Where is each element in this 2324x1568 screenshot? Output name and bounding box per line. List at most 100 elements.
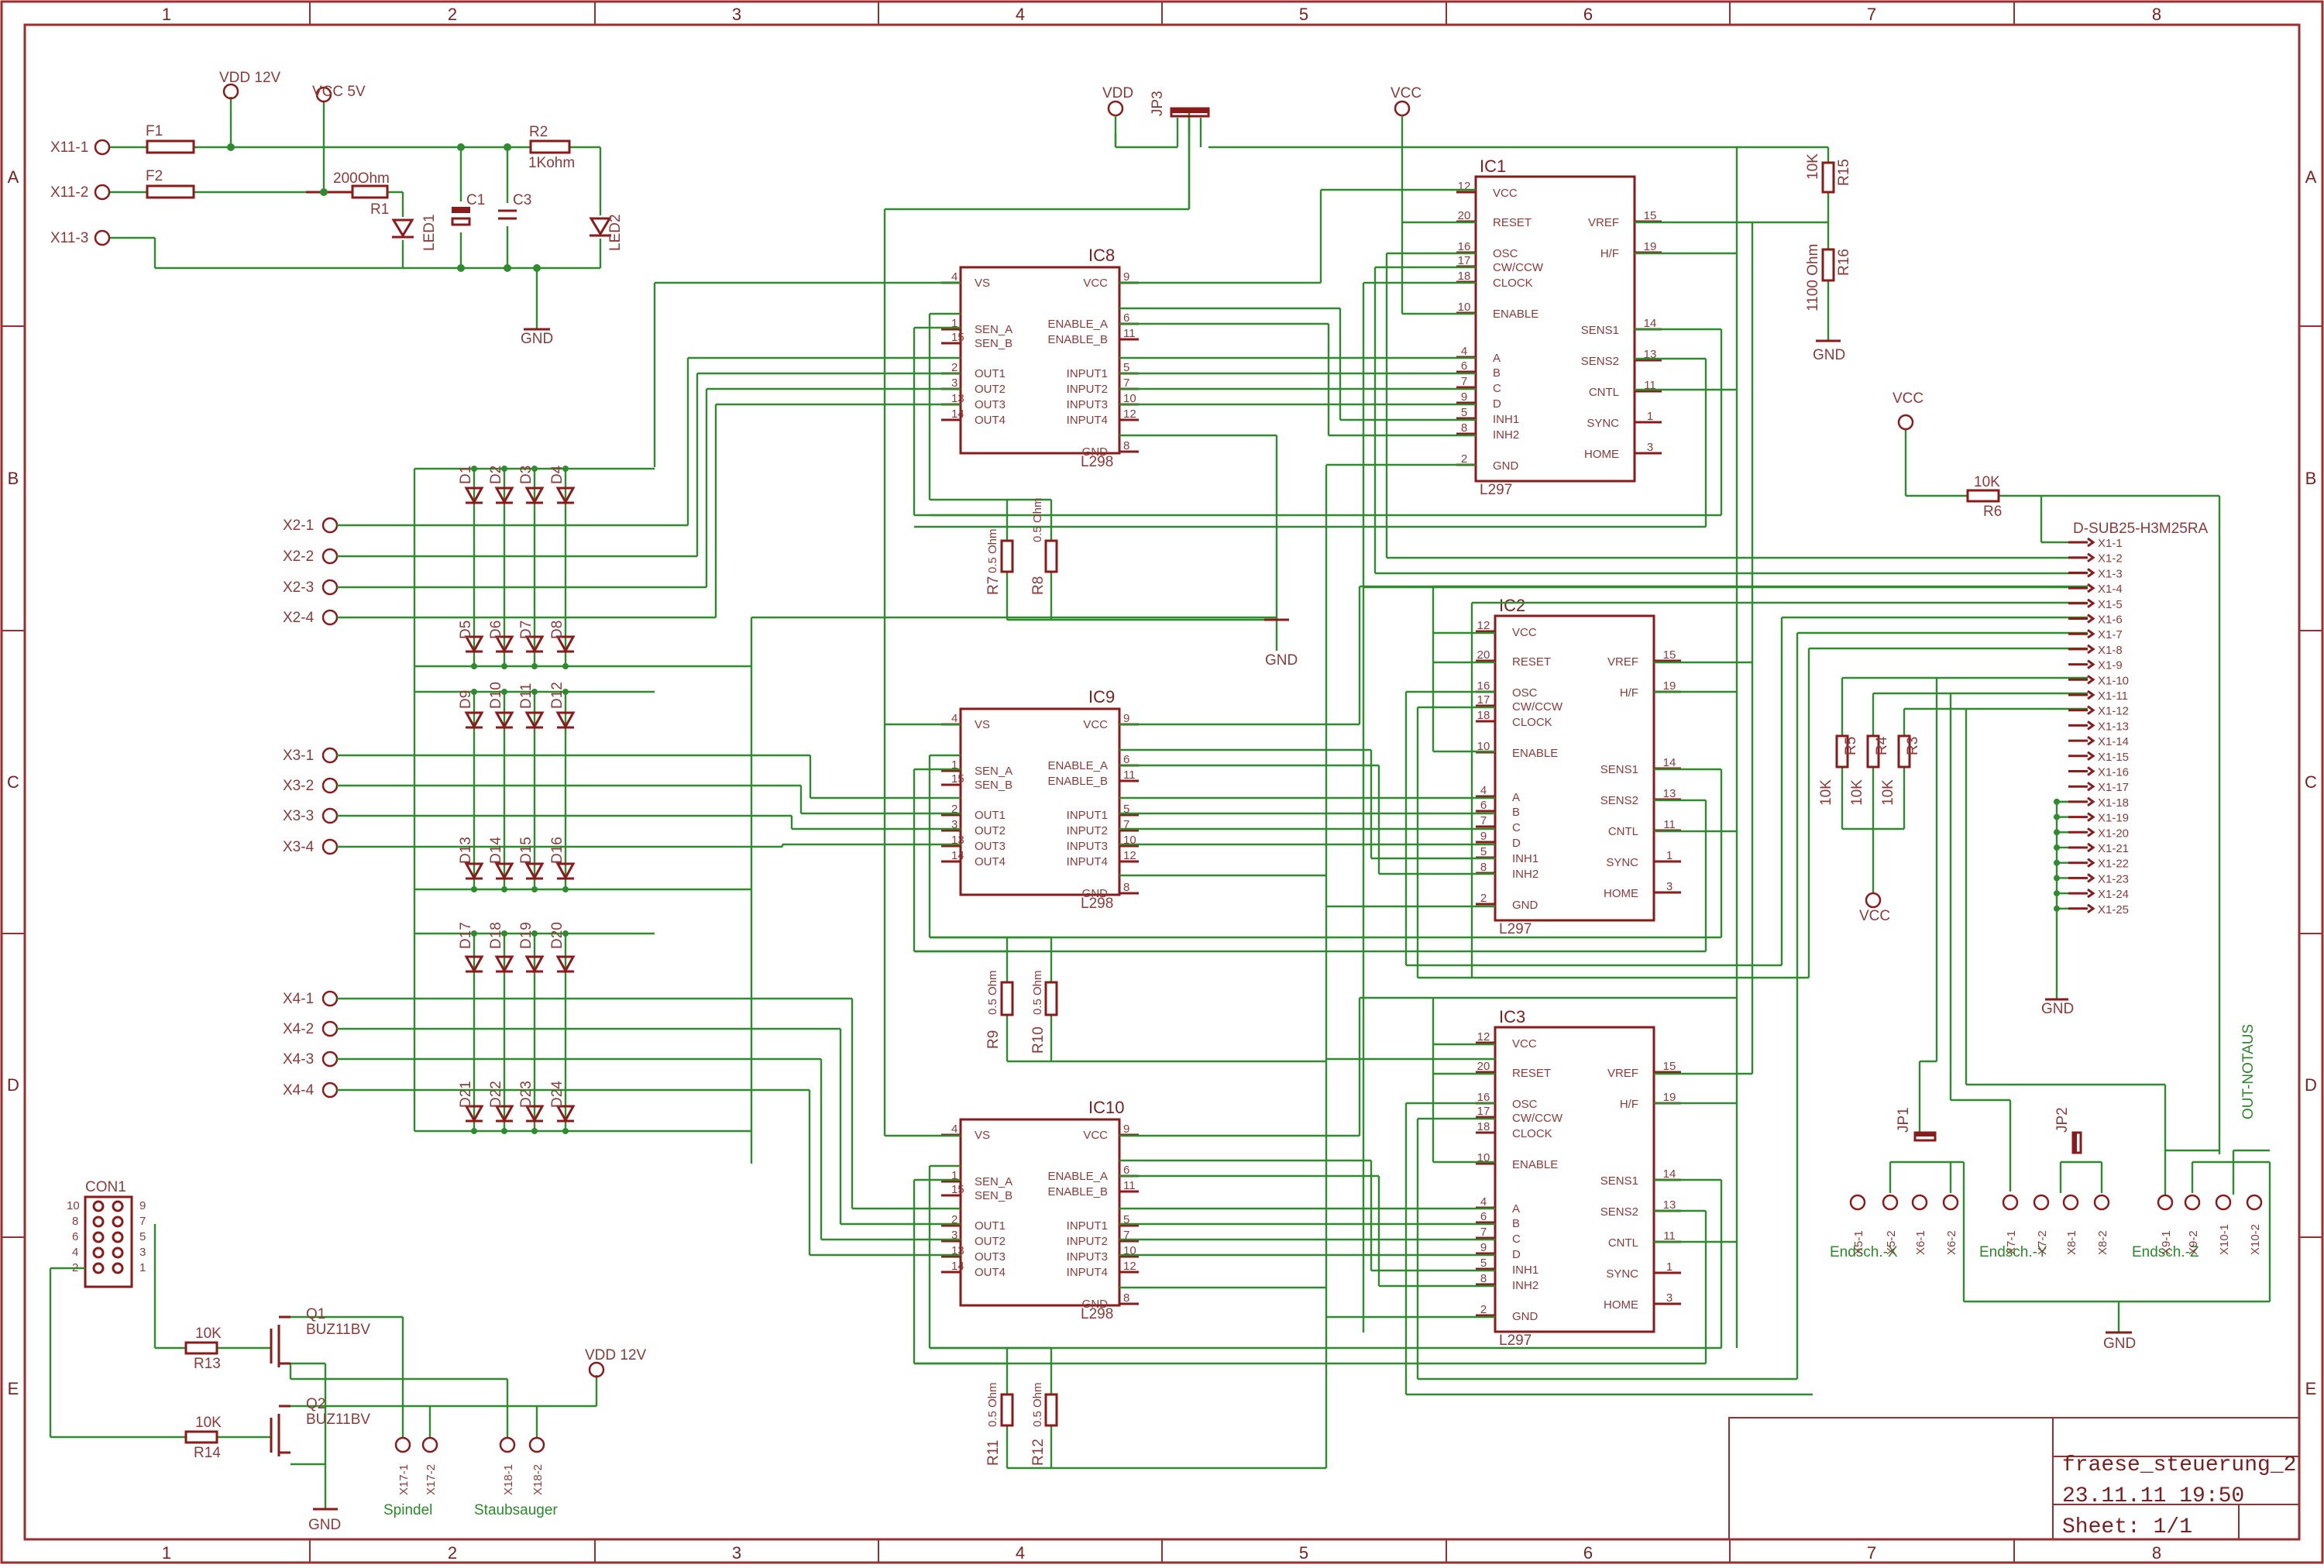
x4-pin[interactable] — [321, 990, 339, 1007]
diode-label: D23 — [518, 1081, 535, 1108]
pullup-label: R3 — [1905, 737, 1921, 755]
pin-number: 12 — [1123, 1260, 1136, 1273]
spindel-label: Spindel — [383, 1502, 432, 1518]
x2-pin[interactable] — [321, 579, 339, 596]
d-sub-pin-label: X1-10 — [2098, 674, 2129, 687]
x11-pin[interactable] — [94, 139, 111, 156]
pin-name: OUT4 — [975, 414, 1006, 427]
pin-number: 7 — [1123, 818, 1129, 831]
pin-name: OUT2 — [975, 1235, 1006, 1248]
pin-number: 7 — [1480, 1226, 1487, 1239]
x18-pin[interactable] — [499, 1436, 516, 1453]
x3-label: X3-4 — [283, 839, 315, 855]
x11-pin[interactable] — [94, 229, 111, 246]
x3-pin[interactable] — [321, 807, 339, 824]
x3-pin[interactable] — [321, 838, 339, 855]
pin-number: 17 — [1477, 693, 1490, 707]
x11-pin[interactable] — [94, 184, 111, 201]
pin-name: INPUT1 — [1067, 1219, 1108, 1233]
pin-number: 2 — [1480, 892, 1487, 905]
column-label-bottom: 6 — [1583, 1543, 1593, 1563]
row-label-right: D — [2305, 1075, 2317, 1095]
endstop-pin[interactable] — [2246, 1194, 2263, 1211]
x17-pin[interactable] — [421, 1436, 438, 1453]
column-label-top: 2 — [448, 5, 457, 24]
d-sub-pin-label: X1-22 — [2098, 858, 2129, 871]
diode-label: D8 — [549, 621, 566, 639]
endstop-pin[interactable] — [2184, 1194, 2201, 1211]
sense-resistor-label: R12 — [1030, 1439, 1047, 1466]
endstop-pin[interactable] — [1882, 1194, 1899, 1211]
row-label-left: D — [7, 1075, 19, 1095]
x2-pin[interactable] — [321, 517, 339, 534]
pin-number: 8 — [1123, 881, 1129, 894]
vcc-supply-symbol — [1865, 892, 1882, 909]
endstop-pin[interactable] — [2033, 1194, 2050, 1211]
title-block-date: 23.11.11 19:50 — [2062, 1484, 2244, 1508]
pin-number: 12 — [1477, 619, 1490, 632]
endstop-pin[interactable] — [2157, 1194, 2174, 1211]
x4-pin[interactable] — [321, 1050, 339, 1068]
sense-resistor-value: 0.5 Ohm — [1031, 497, 1044, 542]
pin-name: B — [1512, 1217, 1520, 1230]
pin-name: INPUT3 — [1067, 398, 1108, 411]
pin-name: CLOCK — [1512, 716, 1552, 729]
x2-pin[interactable] — [321, 548, 339, 565]
led1-label: LED1 — [421, 214, 438, 251]
out-notaus-label: OUT-NOTAUS — [2240, 1024, 2257, 1119]
q1-part: BUZ11BV — [306, 1322, 370, 1338]
pin-name: INPUT1 — [1067, 367, 1108, 380]
x2-label: X2-1 — [283, 518, 314, 534]
endstop-pin[interactable] — [1911, 1194, 1928, 1211]
endstop-pin[interactable] — [1942, 1194, 1959, 1211]
endstop-pin-label: X5-2 — [1885, 1230, 1898, 1255]
capacitor-c1-label: C1 — [466, 192, 485, 208]
pin-name: H/F — [1620, 1098, 1638, 1111]
diode-label: D18 — [488, 922, 504, 949]
pin-name: CW/CCW — [1512, 1112, 1563, 1125]
d-sub-pin-label: X1-9 — [2098, 659, 2123, 672]
x3-pin[interactable] — [321, 777, 339, 794]
fuse-f1-label: F1 — [146, 123, 163, 139]
con1-pin-number: 10 — [67, 1199, 80, 1212]
vdd-12v-supply-symbol — [222, 83, 239, 100]
endstop-y-label: Endsch.-Y — [1979, 1244, 2047, 1260]
pin-number: 11 — [1123, 769, 1136, 782]
endstop-pin[interactable] — [2215, 1194, 2232, 1211]
pin-name: OUT4 — [975, 855, 1006, 868]
pin-name: INH1 — [1493, 413, 1519, 426]
x3-pin[interactable] — [321, 747, 339, 764]
pin-number: 2 — [951, 803, 957, 816]
sense-resistor-value: 0.5 Ohm — [986, 970, 999, 1015]
pin-number: 10 — [1123, 392, 1136, 405]
pin-number: 3 — [951, 1229, 957, 1242]
pin-name: INPUT3 — [1067, 1250, 1108, 1264]
pin-name: OSC — [1493, 247, 1518, 260]
row-label-left: E — [8, 1379, 19, 1398]
x11-label: X11-1 — [50, 139, 88, 156]
pin-number: 1 — [1666, 1260, 1673, 1274]
sense-resistor-label: R11 — [985, 1440, 1002, 1466]
con1-pin-number: 8 — [72, 1215, 78, 1228]
endstop-pin[interactable] — [2093, 1194, 2110, 1211]
pin-number: 6 — [1123, 753, 1129, 766]
diode-label: D2 — [488, 466, 504, 484]
x4-label: X4-2 — [283, 1021, 314, 1037]
x4-pin[interactable] — [321, 1081, 339, 1099]
x18-pin[interactable] — [528, 1436, 545, 1453]
column-label-bottom: 4 — [1016, 1543, 1025, 1563]
endstop-pin[interactable] — [1849, 1194, 1866, 1211]
x4-pin[interactable] — [321, 1020, 339, 1037]
row-label-right: A — [2305, 167, 2317, 187]
pin-name: VCC — [1493, 187, 1518, 200]
pin-name: VS — [975, 1129, 990, 1142]
x2-pin[interactable] — [321, 609, 339, 626]
endstop-pin[interactable] — [2062, 1194, 2079, 1211]
vdd-12v-label: VDD 12V — [219, 70, 281, 86]
x17-pin[interactable] — [394, 1436, 411, 1453]
endstop-pin[interactable] — [2002, 1194, 2019, 1211]
pin-name: INH2 — [1493, 428, 1519, 442]
endstop-pin-label: X7-1 — [2005, 1230, 2018, 1255]
pin-number: 2 — [951, 361, 957, 374]
pullup-label: R4 — [1874, 736, 1890, 755]
